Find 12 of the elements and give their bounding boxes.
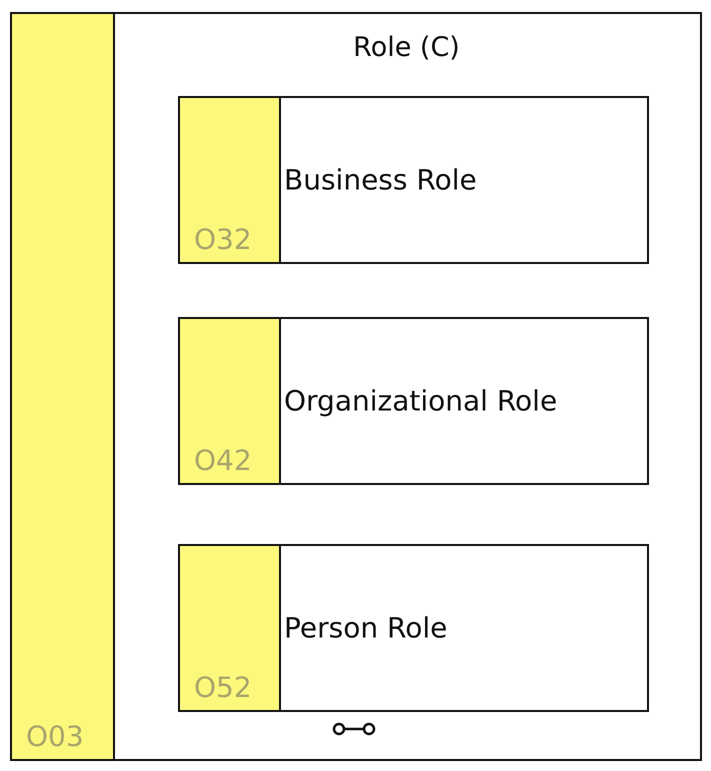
element-box	[178, 544, 649, 712]
element-label: Organizational Role	[284, 384, 558, 418]
container-title: Role (C)	[352, 32, 461, 63]
element-code: O52	[194, 671, 252, 704]
element-code: O03	[26, 720, 84, 753]
element-box	[178, 96, 649, 264]
element-box	[178, 317, 649, 485]
element-code: O32	[194, 223, 252, 256]
element-label: Business Role	[284, 164, 477, 196]
element-label: Person Role	[284, 612, 448, 644]
container-box	[10, 12, 702, 761]
element-code: O42	[194, 444, 252, 477]
